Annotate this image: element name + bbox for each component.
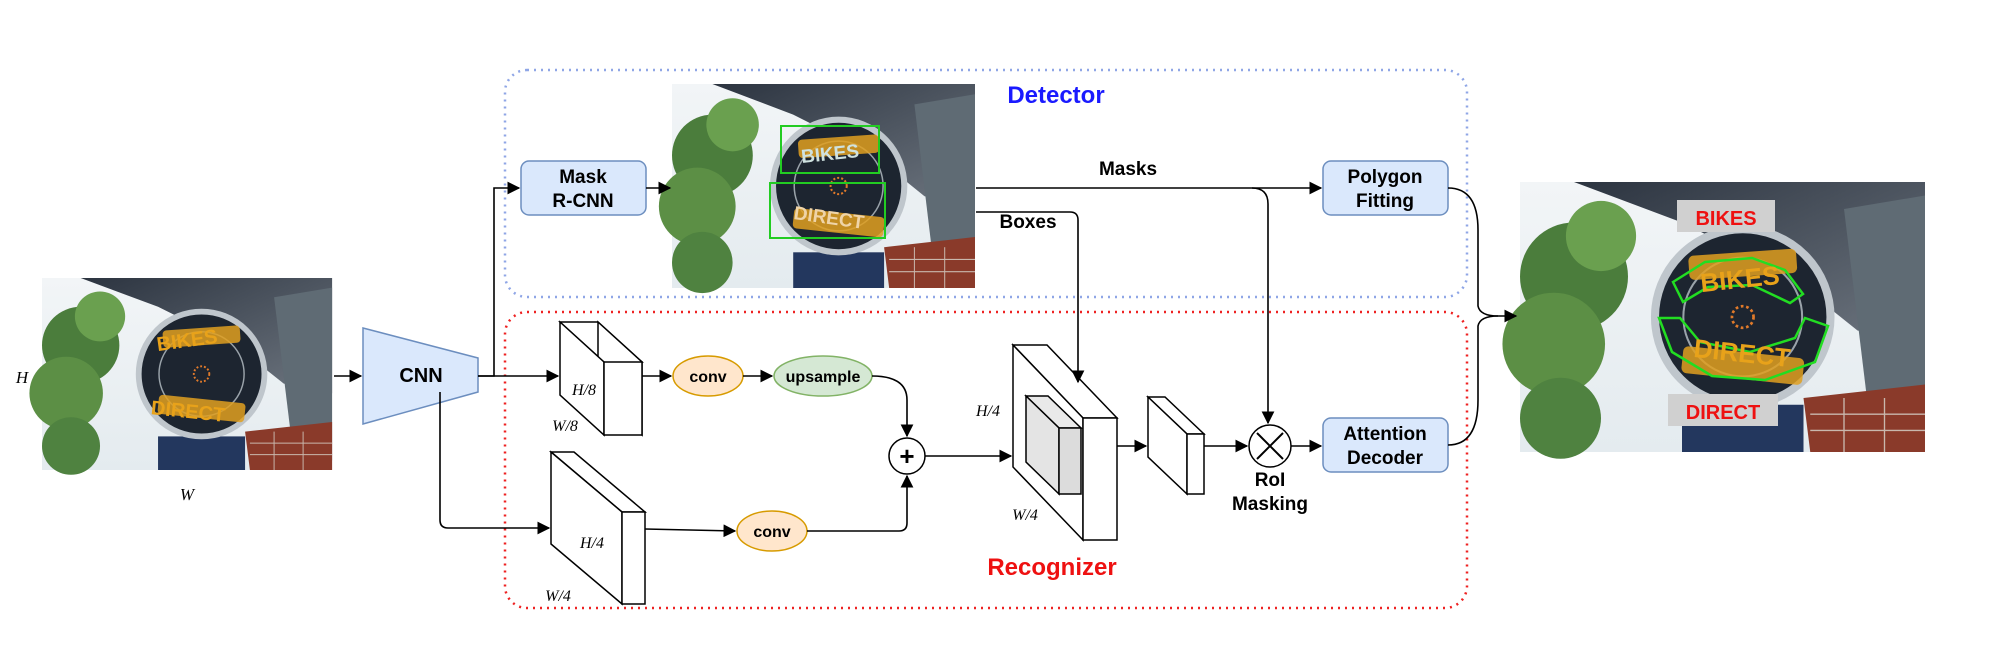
detection-box-bottom <box>769 182 886 239</box>
masks-edge-label: Masks <box>1099 159 1157 180</box>
boxes-edge-label: Boxes <box>999 212 1056 233</box>
roi-masking-label-1: RoI <box>1255 470 1286 491</box>
output-polygon-top <box>1671 256 1805 305</box>
detector-title: Detector <box>1007 82 1104 109</box>
input-width-label: W <box>180 485 196 504</box>
fused-feature-volume <box>1011 343 1119 542</box>
cnn-label: CNN <box>399 365 442 387</box>
polygon-fitting-label-1: Polygon <box>1348 167 1423 188</box>
fused-height: H/4 <box>975 403 1000 420</box>
output-label-top: BIKES <box>1695 208 1756 230</box>
output-label-bottom-bg <box>1668 394 1778 426</box>
conv-bottom-label: conv <box>753 524 790 541</box>
mask-rcnn-label-2: R-CNN <box>552 191 613 212</box>
feature-map-1-4 <box>548 450 648 606</box>
feature-1-4-height: H/4 <box>579 535 604 552</box>
mask-rcnn-label-1: Mask <box>559 167 607 188</box>
roi-masking-label-2: Masking <box>1232 494 1308 515</box>
roi-feature <box>1146 395 1206 496</box>
input-height-label: H <box>15 368 30 387</box>
recognizer-group <box>503 310 1469 610</box>
output-polygon-bottom <box>1657 316 1830 382</box>
detector-group <box>503 68 1469 299</box>
upsample-label: upsample <box>786 369 861 386</box>
feature-1-8-width: W/8 <box>552 418 578 435</box>
connectors <box>334 181 1518 538</box>
feature-1-8-height: H/8 <box>571 382 596 399</box>
conv-top-label: conv <box>689 369 726 386</box>
attention-decoder-label-2: Decoder <box>1347 448 1424 469</box>
cnn-block <box>362 327 479 425</box>
attention-decoder-label-1: Attention <box>1343 424 1426 445</box>
sum-node-symbol: + <box>899 441 914 471</box>
detection-box-top <box>780 125 880 174</box>
output-label-top-bg <box>1677 200 1775 232</box>
fused-width: W/4 <box>1012 507 1038 524</box>
recognizer-title: Recognizer <box>987 554 1116 581</box>
detection-image <box>659 84 975 293</box>
feature-1-4-width: W/4 <box>545 588 571 605</box>
input-image <box>29 278 332 475</box>
polygon-fitting-label-2: Fitting <box>1356 191 1414 212</box>
feature-map-1-8 <box>558 320 644 437</box>
output-label-bottom: DIRECT <box>1686 402 1760 424</box>
